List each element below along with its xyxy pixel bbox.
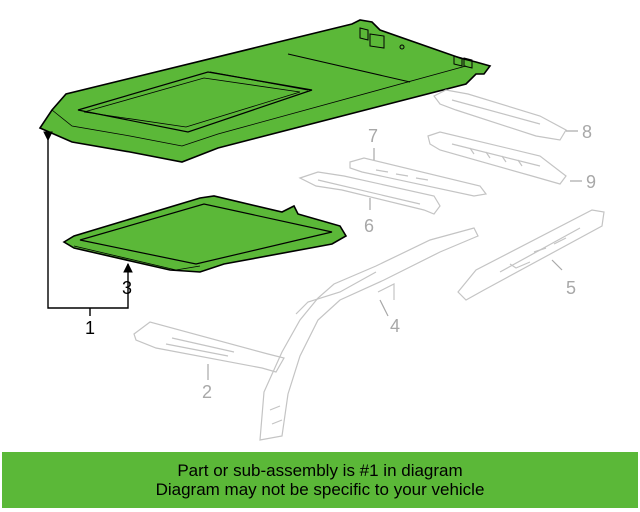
callout-5[interactable]: 5 [566,278,576,298]
part-5-rail[interactable] [457,209,605,301]
callout-7[interactable]: 7 [368,126,378,146]
leader-lines [43,130,582,380]
callout-3[interactable]: 3 [122,278,132,298]
callout-9[interactable]: 9 [586,172,596,192]
part-4-pillar[interactable] [259,227,479,441]
part-1-headliner[interactable] [38,19,492,163]
part-3-sunroof-panel[interactable] [62,195,348,273]
info-banner: Part or sub-assembly is #1 in diagram Di… [2,452,638,508]
part-9-rail[interactable] [427,131,567,185]
part-8-rail[interactable] [433,89,567,141]
callout-1[interactable]: 1 [85,318,95,338]
part-6-bow[interactable] [298,171,441,215]
banner-line-2: Diagram may not be specific to your vehi… [155,480,485,499]
callout-4[interactable]: 4 [390,316,400,336]
part-7-bow[interactable] [349,157,488,197]
banner-line-1: Part or sub-assembly is #1 in diagram [177,461,463,480]
part-2-rail[interactable] [133,321,285,373]
callout-2[interactable]: 2 [202,382,212,402]
callout-8[interactable]: 8 [582,122,592,142]
callout-6[interactable]: 6 [364,216,374,236]
parts-diagram: 1 2 3 4 5 6 7 8 9 [38,19,605,441]
